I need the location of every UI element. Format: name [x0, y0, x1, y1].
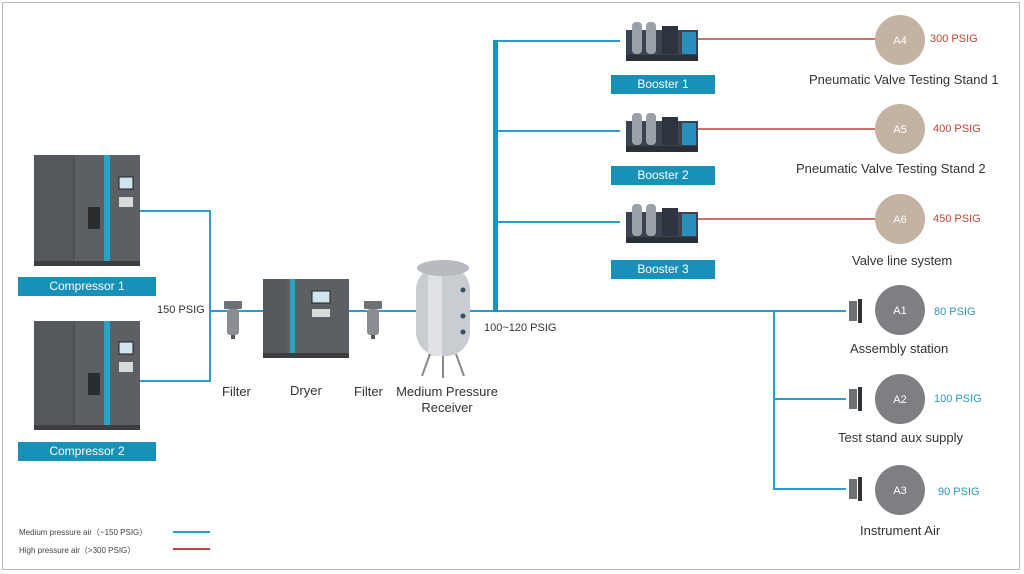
receiver-tank-icon	[416, 260, 470, 378]
consumer-a3-circle	[875, 465, 925, 515]
consumer-a3-tag: A3	[893, 485, 906, 497]
a2-pressure: 100 PSIG	[934, 393, 982, 405]
high-pressure-pipes	[698, 38, 876, 220]
consumer-a2-circle	[875, 374, 925, 424]
frl-unit-a1-icon	[849, 299, 862, 323]
a4-pressure: 300 PSIG	[930, 33, 978, 45]
a5-name: Pneumatic Valve Testing Stand 2	[796, 161, 986, 176]
filter-2-icon	[364, 301, 382, 339]
filter-1-label: Filter	[222, 384, 251, 399]
consumer-a2-tag: A2	[893, 394, 906, 406]
consumer-a4-circle	[875, 15, 925, 65]
booster-3-label: Booster 3	[611, 260, 715, 279]
pipe-station-a2	[773, 311, 846, 400]
header-pressure: 100~120 PSIG	[484, 322, 557, 334]
consumer-a5-tag: A5	[893, 124, 906, 136]
a6-name: Valve line system	[852, 253, 953, 268]
booster-2-label: Booster 2	[611, 166, 715, 185]
a1-name: Assembly station	[850, 341, 949, 356]
consumer-a6-tag: A6	[893, 214, 906, 226]
consumer-a4-tag: A4	[893, 35, 906, 47]
main-line-pressure: 150 PSIG	[157, 304, 205, 316]
frl-unit-a3-icon	[849, 477, 862, 501]
dryer-label: Dryer	[290, 383, 322, 398]
pipe-station-a3	[773, 399, 846, 490]
a1-pressure: 80 PSIG	[934, 306, 976, 318]
compressor-1-label: Compressor 1	[18, 277, 156, 296]
dryer-icon	[263, 279, 349, 358]
a6-pressure: 450 PSIG	[933, 213, 981, 225]
consumer-a5-circle	[875, 104, 925, 154]
pipe-compressor-1	[140, 210, 211, 311]
legend-high-label: High pressure air（>300 PSIG）	[19, 546, 136, 555]
booster-2-icon	[626, 113, 698, 152]
compressor-2-icon	[34, 321, 140, 430]
booster-3-icon	[626, 204, 698, 243]
pipe-compressor-2	[140, 311, 211, 382]
header-riser	[493, 40, 498, 312]
a4-name: Pneumatic Valve Testing Stand 1	[809, 72, 999, 87]
a5-pressure: 400 PSIG	[933, 123, 981, 135]
booster-1-icon	[626, 22, 698, 61]
consumer-a6-circle	[875, 194, 925, 244]
frl-unit-a2-icon	[849, 387, 862, 411]
compressor-1-icon	[34, 155, 140, 266]
consumer-a1-circle	[875, 285, 925, 335]
receiver-label: Medium Pressure Receiver	[396, 384, 498, 415]
filter-2-label: Filter	[354, 384, 383, 399]
a2-name: Test stand aux supply	[838, 430, 964, 445]
a3-name: Instrument Air	[860, 523, 941, 538]
filter-1-icon	[224, 301, 242, 339]
booster-1-label: Booster 1	[611, 75, 715, 94]
compressor-2-label: Compressor 2	[18, 442, 156, 461]
a3-pressure: 90 PSIG	[938, 486, 980, 498]
medium-pressure-pipes	[140, 40, 846, 490]
consumer-a1-tag: A1	[893, 305, 906, 317]
legend-medium-label: Medium pressure air（~150 PSIG）	[19, 528, 148, 537]
